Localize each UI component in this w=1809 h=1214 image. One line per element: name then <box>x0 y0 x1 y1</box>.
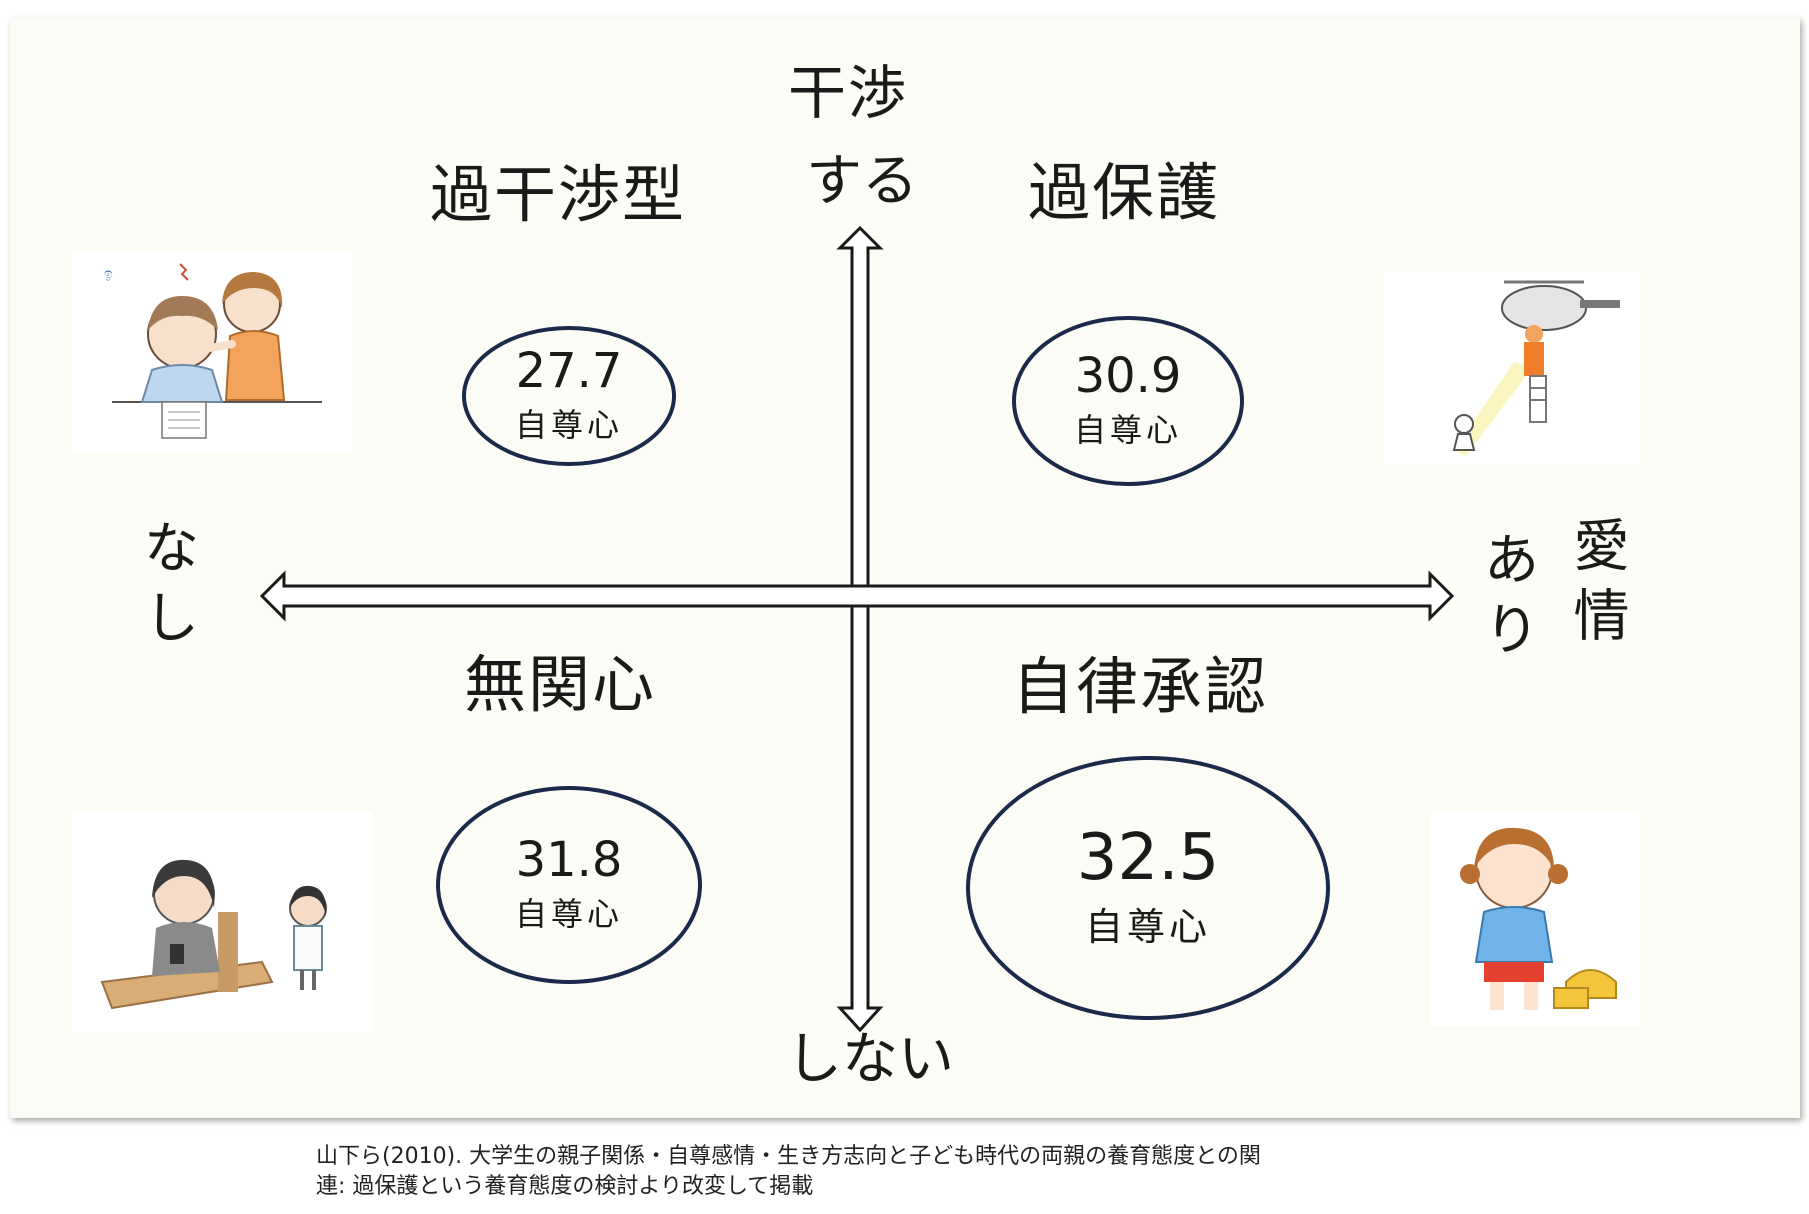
horizontal-axis-right-label: あり <box>1474 530 1539 670</box>
vertical-axis-bottom-label: しない <box>786 1027 954 1092</box>
quadrant-title-top-right: 過保護 <box>1028 156 1221 229</box>
illustration-overbearing-parent: ඉ <box>72 252 352 452</box>
vertical-axis-title: 干渉 <box>788 59 909 127</box>
illustration-helicopter-rescue <box>1384 272 1640 464</box>
source-line-1: 山下ら(2010). 大学生の親子関係・自尊感情・生き方志向と子ども時代の両親の… <box>316 1144 1261 1169</box>
svg-text:ඉ: ඉ <box>104 266 113 282</box>
self-esteem-value: 31.8 <box>515 831 623 888</box>
quadrant-title-bottom-left: 無関心 <box>464 648 657 721</box>
source-citation: 山下ら(2010). 大学生の親子関係・自尊感情・生き方志向と子ども時代の両親の… <box>316 1142 1261 1202</box>
self-esteem-ellipse-bottom-right: 32.5 自尊心 <box>966 756 1330 1020</box>
self-esteem-label: 自尊心 <box>514 406 623 445</box>
self-esteem-value: 30.9 <box>1074 347 1182 404</box>
vertical-axis-top-label: する <box>806 149 918 214</box>
horizontal-axis-arrow <box>259 570 1455 622</box>
self-esteem-ellipse-top-left: 27.7 自尊心 <box>462 326 676 466</box>
illustration-indifferent-parent <box>72 812 372 1032</box>
illustration-independent-child <box>1430 812 1640 1026</box>
vertical-axis-arrow <box>836 225 884 1033</box>
source-line-2: 連: 過保護という養育態度の検討より改変して掲載 <box>316 1174 814 1199</box>
quadrant-title-top-left: 過干渉型 <box>430 158 687 231</box>
self-esteem-ellipse-top-right: 30.9 自尊心 <box>1012 316 1244 486</box>
horizontal-axis-left-label: なし <box>134 518 199 658</box>
self-esteem-value: 32.5 <box>1076 820 1220 895</box>
self-esteem-label: 自尊心 <box>1073 411 1182 450</box>
self-esteem-label: 自尊心 <box>1084 905 1211 950</box>
horizontal-axis-title: 愛情 <box>1564 516 1629 656</box>
self-esteem-label: 自尊心 <box>514 895 623 934</box>
self-esteem-value: 27.7 <box>515 342 623 399</box>
quadrant-title-bottom-right: 自律承認 <box>1012 650 1269 723</box>
self-esteem-ellipse-bottom-left: 31.8 自尊心 <box>436 786 702 984</box>
